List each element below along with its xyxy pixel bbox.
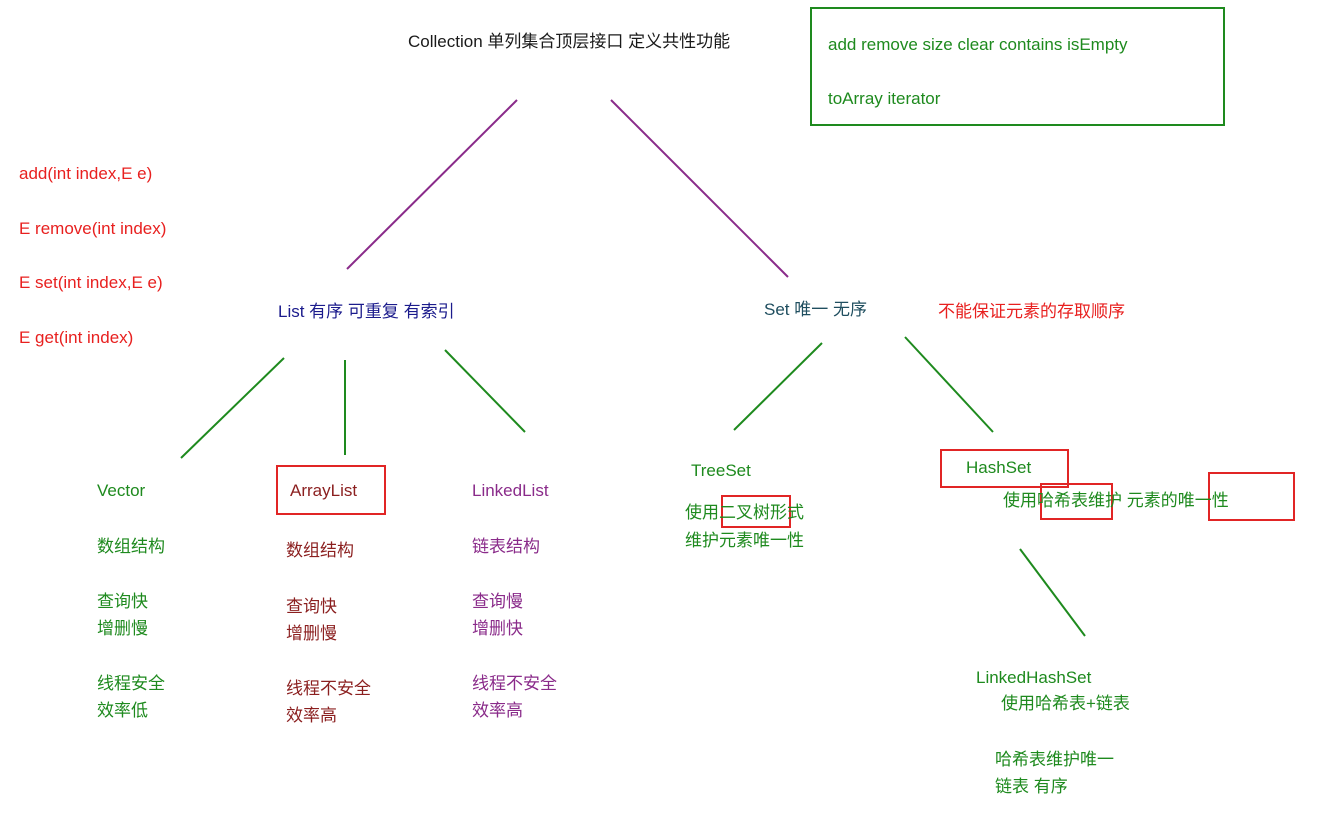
list-method-add: add(int index,E e) [19,164,153,183]
line-list-to-linkedlist [444,349,526,433]
treeset-binary-tree-highlight-box [721,495,791,528]
arraylist-speed1: 查询快 [286,597,337,616]
linkedlist-name: LinkedList [472,481,549,500]
line-hashset-to-linkedhashset [1019,548,1086,637]
vector-thread1: 线程安全 [97,674,165,693]
list-method-set: E set(int index,E e) [19,273,163,292]
linkedlist-structure: 链表结构 [472,537,540,556]
arraylist-speed2: 增删慢 [286,624,337,643]
collection-methods-line1: add remove size clear contains isEmpty [828,35,1128,54]
set-label: Set 唯一 无序 [764,300,867,319]
linkedhashset-note2: 链表 有序 [995,777,1068,796]
hashset-desc: 使用哈希表维护 元素的唯一性 [1003,491,1229,510]
vector-speed2: 增删慢 [97,619,148,638]
arraylist-thread2: 效率高 [286,706,337,725]
hashset-uniqueness-highlight-box [1208,472,1295,521]
treeset-desc1: 使用二叉树形式 [685,503,804,522]
hashset-hash-table-highlight-box [1040,483,1113,520]
arraylist-structure: 数组结构 [286,541,354,560]
vector-thread2: 效率低 [97,701,148,720]
collection-methods-box [810,7,1225,126]
vector-name: Vector [97,481,146,500]
line-set-to-treeset [733,342,823,431]
arraylist-thread1: 线程不安全 [286,679,371,698]
collection-title: Collection 单列集合顶层接口 定义共性功能 [408,32,731,51]
linkedhashset-desc: 使用哈希表+链表 [1001,694,1130,713]
list-method-remove: E remove(int index) [19,219,167,238]
line-collection-to-set [610,99,789,278]
list-label: List 有序 可重复 有索引 [278,302,455,321]
set-note: 不能保证元素的存取顺序 [938,302,1125,321]
hashset-highlight-box [940,449,1069,488]
treeset-desc2: 维护元素唯一性 [685,531,804,550]
linkedhashset-note1: 哈希表维护唯一 [995,750,1114,769]
treeset-name: TreeSet [691,461,751,480]
line-set-to-hashset [904,336,994,433]
vector-structure: 数组结构 [97,537,165,556]
linkedlist-thread1: 线程不安全 [472,674,557,693]
linkedhashset-name: LinkedHashSet [976,668,1092,687]
linkedlist-speed1: 查询慢 [472,592,523,611]
hashset-name: HashSet [966,458,1032,477]
arraylist-name: ArrayList [290,481,358,500]
list-method-get: E get(int index) [19,328,134,347]
linkedlist-thread2: 效率高 [472,701,523,720]
arraylist-highlight-box [276,465,386,515]
linkedlist-speed2: 增删快 [472,619,523,638]
line-collection-to-list [346,99,518,270]
line-list-to-vector [180,357,285,459]
collection-methods-line2: toArray iterator [828,89,941,108]
vector-speed1: 查询快 [97,592,148,611]
